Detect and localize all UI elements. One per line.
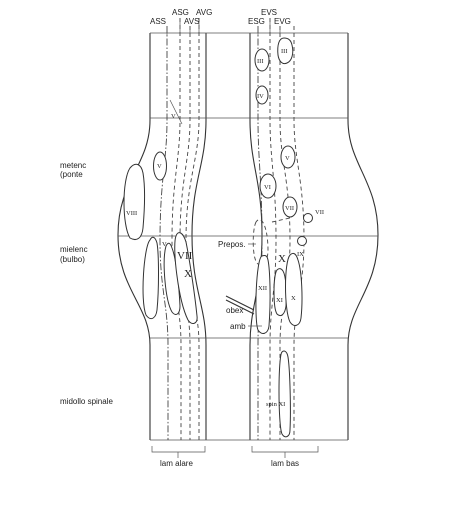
- right-x-cross-label: X: [278, 253, 286, 265]
- right-iii-label-a: III: [257, 58, 264, 65]
- left-middle-strand-nucleus: [163, 242, 181, 315]
- label-lam-bas: lam bas: [271, 459, 299, 468]
- region-label-bulbo: (bulbo): [60, 255, 85, 264]
- region-label-mielenc: mielenc: [60, 245, 88, 254]
- left-v-lower-label: V: [162, 241, 167, 248]
- left-outer-contour: [117, 33, 151, 440]
- right-xi-small-nucleus: [273, 268, 287, 317]
- right-outer-contour: [347, 33, 379, 440]
- right-iii-nucleus-b: [277, 37, 294, 65]
- left-vii-label: VII: [177, 250, 193, 262]
- left-x-nucleus: [174, 232, 198, 324]
- spinal-xi-nucleus: [278, 350, 291, 438]
- right-vii-small-nucleus: [303, 213, 313, 223]
- right-column-line-2: [269, 18, 277, 440]
- left-viii-label: VIII: [126, 210, 137, 217]
- obex-arrow-line-1: [225, 295, 255, 311]
- left-column-line-1: [159, 26, 169, 440]
- bracket-lam-alare: [151, 446, 206, 453]
- left-v-upper-label: V: [171, 113, 176, 120]
- left-x-label: X: [184, 268, 192, 280]
- label-evg: EVG: [274, 17, 291, 26]
- label-esg: ESG: [248, 17, 265, 26]
- annotation-obex: obex: [226, 306, 243, 315]
- spinal-xi-label: spin XI: [266, 401, 285, 408]
- right-iii-label-b: III: [281, 48, 288, 55]
- left-viii-nucleus: [123, 163, 145, 241]
- obex-arrow-line-2: [225, 299, 255, 315]
- label-lam-alare: lam alare: [160, 459, 193, 468]
- bracket-lam-bas: [251, 446, 319, 453]
- right-column-line-3: [279, 26, 291, 440]
- right-column-line-4: [293, 26, 305, 440]
- right-xi-small-label: XI: [276, 297, 283, 304]
- left-v-oval-nucleus: [153, 151, 167, 181]
- label-avs: AVS: [184, 17, 199, 26]
- right-vii-oval-nucleus: [282, 196, 298, 218]
- left-v-oval-label: V: [157, 163, 162, 170]
- prepositus-region: [252, 219, 269, 265]
- region-label-metenc: metenc: [60, 161, 86, 170]
- right-iii-nucleus-a: [254, 48, 270, 72]
- right-vi-label: VI: [264, 184, 271, 191]
- label-asg: ASG: [172, 8, 189, 17]
- region-label-midollo: midollo spinale: [60, 397, 113, 406]
- right-xii-label: XII: [258, 285, 267, 292]
- right-iv-nucleus: [255, 85, 269, 105]
- right-vii-oval-label: VII: [285, 205, 294, 212]
- right-v-label: V: [285, 155, 290, 162]
- annotation-amb: amb: [230, 322, 246, 331]
- left-column-line-2: [171, 18, 182, 440]
- right-ix-nucleus: [297, 236, 307, 246]
- right-xii-nucleus: [255, 255, 271, 334]
- right-v-nucleus: [280, 145, 296, 169]
- annotation-prepos: Prepos.: [218, 240, 246, 249]
- region-label-ponte: (ponte: [60, 170, 83, 179]
- left-inner-contour: [191, 33, 207, 440]
- left-v-upper-strand: [169, 99, 183, 125]
- right-vii-small-label: VII: [315, 209, 324, 216]
- left-long-nucleus: [142, 236, 159, 320]
- prepositus-connector: [271, 217, 291, 223]
- right-vi-nucleus: [259, 173, 277, 199]
- right-ix-label: IX: [297, 251, 304, 258]
- right-iv-label: IV: [257, 93, 264, 100]
- right-x-nucleus: [285, 252, 303, 326]
- label-ass: ASS: [150, 17, 166, 26]
- right-x-label: X: [291, 295, 296, 302]
- label-avg: AVG: [196, 8, 212, 17]
- label-evs: EVS: [261, 8, 277, 17]
- left-column-line-3: [179, 26, 191, 440]
